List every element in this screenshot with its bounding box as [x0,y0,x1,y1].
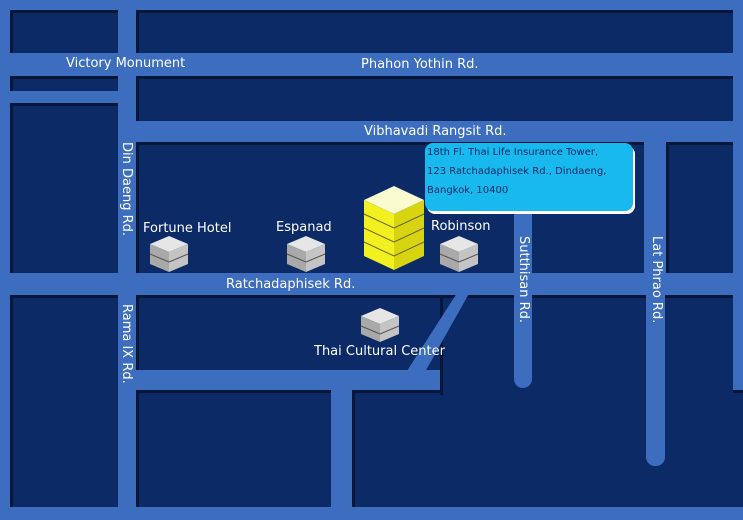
address-line-1: 18th Fl. Thai Life Insurance Tower, [427,147,599,158]
city-block [10,76,118,91]
landmark-label-thai-cultural-center: Thai Cultural Center [314,344,445,359]
road-label-sutthisan: Sutthisan Rd. [516,236,531,324]
address-callout: 18th Fl. Thai Life Insurance Tower, 123 … [425,143,633,211]
building-icon [286,236,326,272]
building-icon [439,236,479,272]
sutthisan-road [514,200,532,388]
city-block [136,295,460,370]
road-label-din-daeng: Din Daeng Rd. [119,142,134,237]
south-road [333,378,351,494]
city-block [10,295,118,507]
lat-phrao-road [646,140,665,466]
city-block [10,10,118,53]
building-icon [149,236,189,272]
building-icon [360,308,400,342]
road-label-vibhavadi: Vibhavadi Rangsit Rd. [364,124,507,139]
lower-road [118,370,418,390]
city-block [666,142,733,273]
road-label-phahon-yothin: Phahon Yothin Rd. [361,57,479,72]
city-block [352,390,743,507]
city-block [136,76,733,121]
city-block [10,103,118,273]
city-block [440,295,733,395]
landmark-label-robinson: Robinson [431,219,491,234]
road-label-ratchadaphisek: Ratchadaphisek Rd. [226,277,356,292]
diagonal-road [396,290,471,388]
address-line-3: Bangkok, 10400 [427,185,509,196]
city-block [136,10,733,53]
landmark-label-espanad: Espanad [276,220,332,235]
landmark-label-fortune-hotel: Fortune Hotel [143,221,232,236]
road-label-lat-phrao: Lat Phrao Rd. [649,236,664,324]
road-label-rama-ix: Rama IX Rd. [119,304,134,384]
road-label-victory-monument: Victory Monument [66,56,186,71]
address-line-2: 123 Ratchadaphisek Rd., Dindaeng, [427,166,607,177]
city-block [136,390,331,507]
target-building-icon [363,186,425,270]
